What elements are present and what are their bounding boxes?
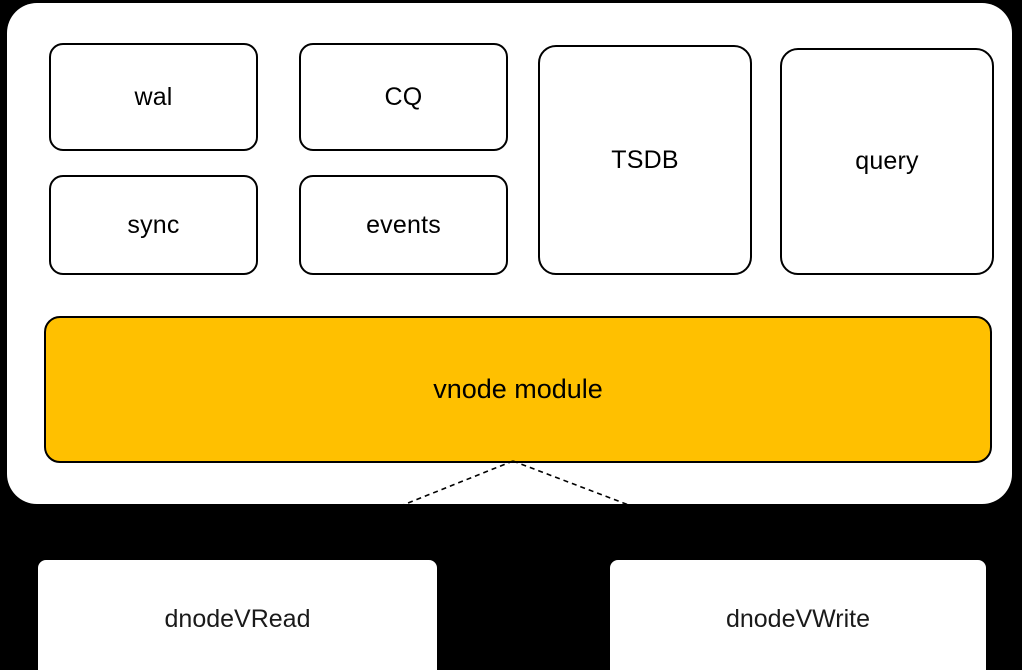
module-label-events: events	[366, 210, 441, 239]
vnode-container: wal CQ sync events TSDB query vnode modu…	[7, 3, 1012, 504]
module-box-tsdb[interactable]: TSDB	[538, 45, 752, 275]
dnode-vwrite-box[interactable]: dnodeVWrite	[610, 560, 986, 670]
vnode-module-box[interactable]: vnode module	[44, 316, 992, 463]
module-label-wal: wal	[134, 82, 173, 111]
dnode-vwrite-label: dnodeVWrite	[725, 604, 871, 633]
module-box-query[interactable]: query	[780, 48, 994, 275]
dnode-vread-box[interactable]: dnodeVRead	[38, 560, 437, 670]
module-label-query: query	[855, 147, 919, 175]
module-label-tsdb: TSDB	[611, 145, 679, 174]
module-box-cq[interactable]: CQ	[299, 43, 508, 151]
vnode-module-label: vnode module	[433, 374, 603, 404]
module-box-events[interactable]: events	[299, 175, 508, 275]
module-label-cq: CQ	[384, 82, 423, 111]
dnode-vread-label: dnodeVRead	[164, 604, 311, 633]
module-label-sync: sync	[127, 210, 180, 239]
module-box-sync[interactable]: sync	[49, 175, 258, 275]
module-box-wal[interactable]: wal	[49, 43, 258, 151]
